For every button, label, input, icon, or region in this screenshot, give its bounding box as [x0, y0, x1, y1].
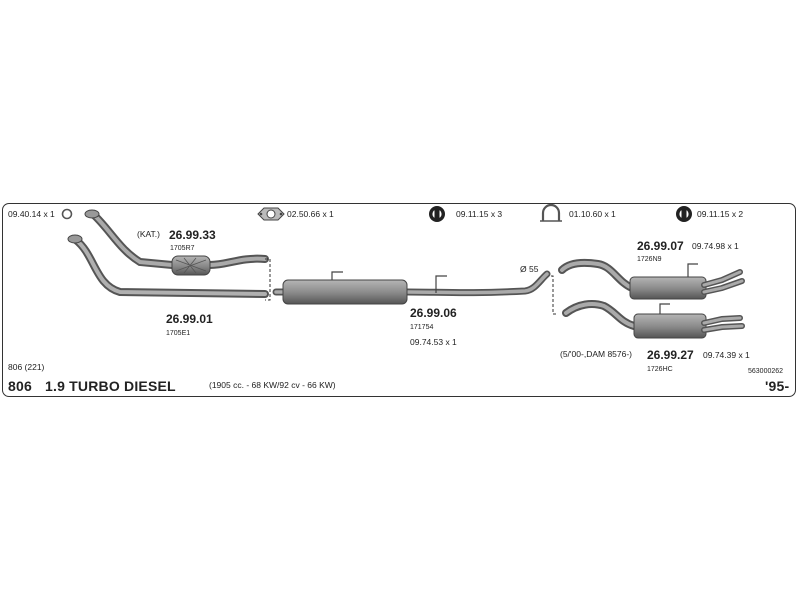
front-pipe-sub-code: 1705E1	[166, 330, 191, 337]
model-year: '95-	[765, 378, 790, 394]
model-name: 1.9 TURBO DIESEL	[45, 378, 176, 394]
rubber-mount-icon	[676, 206, 692, 222]
rear-a-extra: 09.74.98 x 1	[692, 241, 739, 251]
accessory-label-clamp: 01.10.60 x 1	[569, 209, 616, 219]
accessory-label-gasket: 09.40.14 x 1	[8, 209, 55, 219]
rubber-mount-icon	[429, 206, 445, 222]
catalyst-prefix: (KAT.)	[137, 229, 160, 239]
model-code: 806	[8, 378, 32, 394]
catalyst-part-number: 26.99.33	[169, 228, 216, 242]
middle-part-number: 26.99.06	[410, 306, 457, 320]
rear-silencer-b	[562, 300, 745, 339]
front-pipe-part-number: 26.99.01	[166, 312, 213, 326]
middle-extra: 09.74.53 x 1	[410, 337, 457, 347]
middle-sub-code: 171754	[410, 324, 434, 331]
pipe-clamp-icon	[540, 203, 562, 222]
catalyst-pipe	[84, 209, 269, 276]
rear-b-sub-code: 1726HC	[647, 366, 673, 373]
accessory-label-mount: 09.11.15 x 3	[456, 209, 503, 219]
diameter-label: Ø 55	[520, 264, 539, 274]
accessory-label-flange: 02.50.66 x 1	[287, 209, 334, 219]
rear-silencer-a	[558, 258, 745, 300]
catalyst-sub-code: 1705R7	[170, 245, 195, 252]
model-spec: (1905 cc. - 68 KW/92 cv - 66 KW)	[209, 380, 336, 390]
middle-silencer	[272, 270, 551, 305]
rear-b-prefix: (5/'00-,DAM 8576-)	[560, 349, 633, 359]
connection-line	[265, 258, 556, 315]
front-pipe	[67, 234, 269, 298]
gasket-ring-icon	[61, 208, 73, 220]
rear-b-extra: 09.74.39 x 1	[703, 350, 750, 360]
accessory-label-mount-2: 09.11.15 x 2	[697, 209, 744, 219]
rear-b-part-number: 26.99.27	[647, 348, 694, 362]
model-series: 806 (221)	[8, 362, 45, 372]
rear-a-part-number: 26.99.07	[637, 239, 684, 253]
diagram-ref: 563000262	[748, 368, 784, 375]
flange-gasket-icon	[257, 207, 285, 221]
rear-a-sub-code: 1726N9	[637, 256, 662, 263]
